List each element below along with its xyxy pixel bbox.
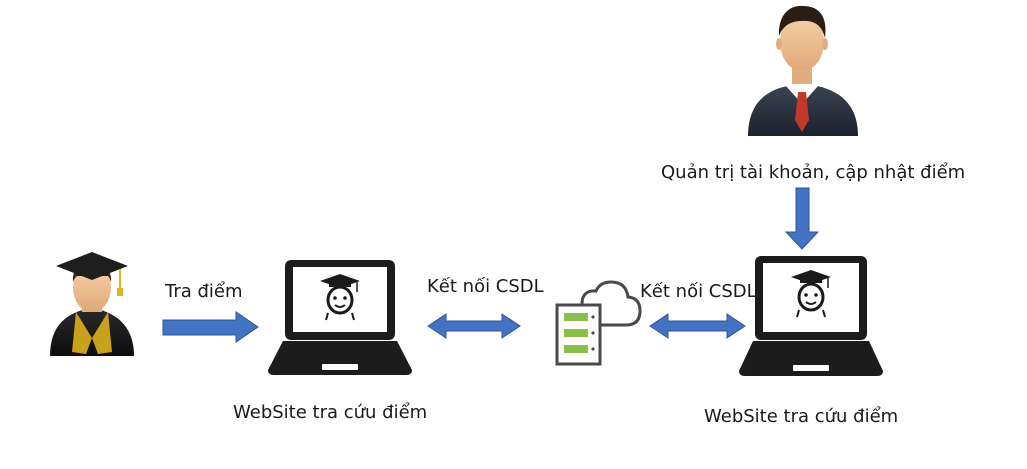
cloud-server-icon bbox=[555, 280, 642, 366]
arrow-website-database bbox=[427, 313, 521, 339]
arrow-student-to-website bbox=[162, 311, 259, 343]
graduate-student-icon bbox=[50, 252, 134, 356]
student-action-label: Tra điểm bbox=[165, 281, 243, 302]
db-link-left-label: Kết nối CSDL bbox=[427, 276, 544, 297]
db-link-right-label: Kết nối CSDL bbox=[640, 281, 757, 302]
website-right-label: WebSite tra cứu điểm bbox=[704, 406, 899, 427]
website-left-label: WebSite tra cứu điểm bbox=[233, 402, 428, 423]
graduate-avatar-icon bbox=[791, 270, 831, 318]
arrow-admin-to-website bbox=[784, 187, 820, 250]
administrator-icon bbox=[748, 5, 858, 136]
graduate-avatar-icon bbox=[320, 274, 360, 321]
arrow-database-website bbox=[649, 313, 746, 339]
admin-role-label: Quản trị tài khoản, cập nhật điểm bbox=[661, 162, 966, 183]
